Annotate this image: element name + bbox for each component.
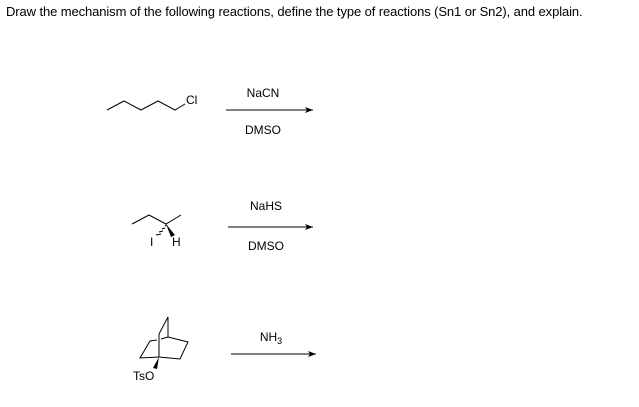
iodobutane-structure <box>131 214 182 236</box>
chlorine-label: Cl <box>186 93 198 107</box>
wedge-bond-otos <box>153 357 159 369</box>
tosylate-label: TsO <box>133 369 155 383</box>
ammonia-subscript: 3 <box>277 336 283 346</box>
iodine-label: I <box>150 235 154 249</box>
reagent-above-3: NH3 <box>260 330 282 346</box>
reagent-below-2: DMSO <box>248 239 284 253</box>
chloropentane-structure <box>106 100 186 111</box>
reagent-below-1: DMSO <box>245 123 281 137</box>
wedge-bond <box>166 224 175 237</box>
question-text: Draw the mechanism of the following reac… <box>6 4 583 19</box>
ammonia-main: NH <box>259 330 278 344</box>
bicyclooctane-structure <box>139 316 189 360</box>
reagent-above-1: NaCN <box>246 86 280 100</box>
hydrogen-label: H <box>172 235 181 249</box>
hashed-bond <box>155 224 168 236</box>
reagent-above-2: NaHS <box>249 199 283 213</box>
